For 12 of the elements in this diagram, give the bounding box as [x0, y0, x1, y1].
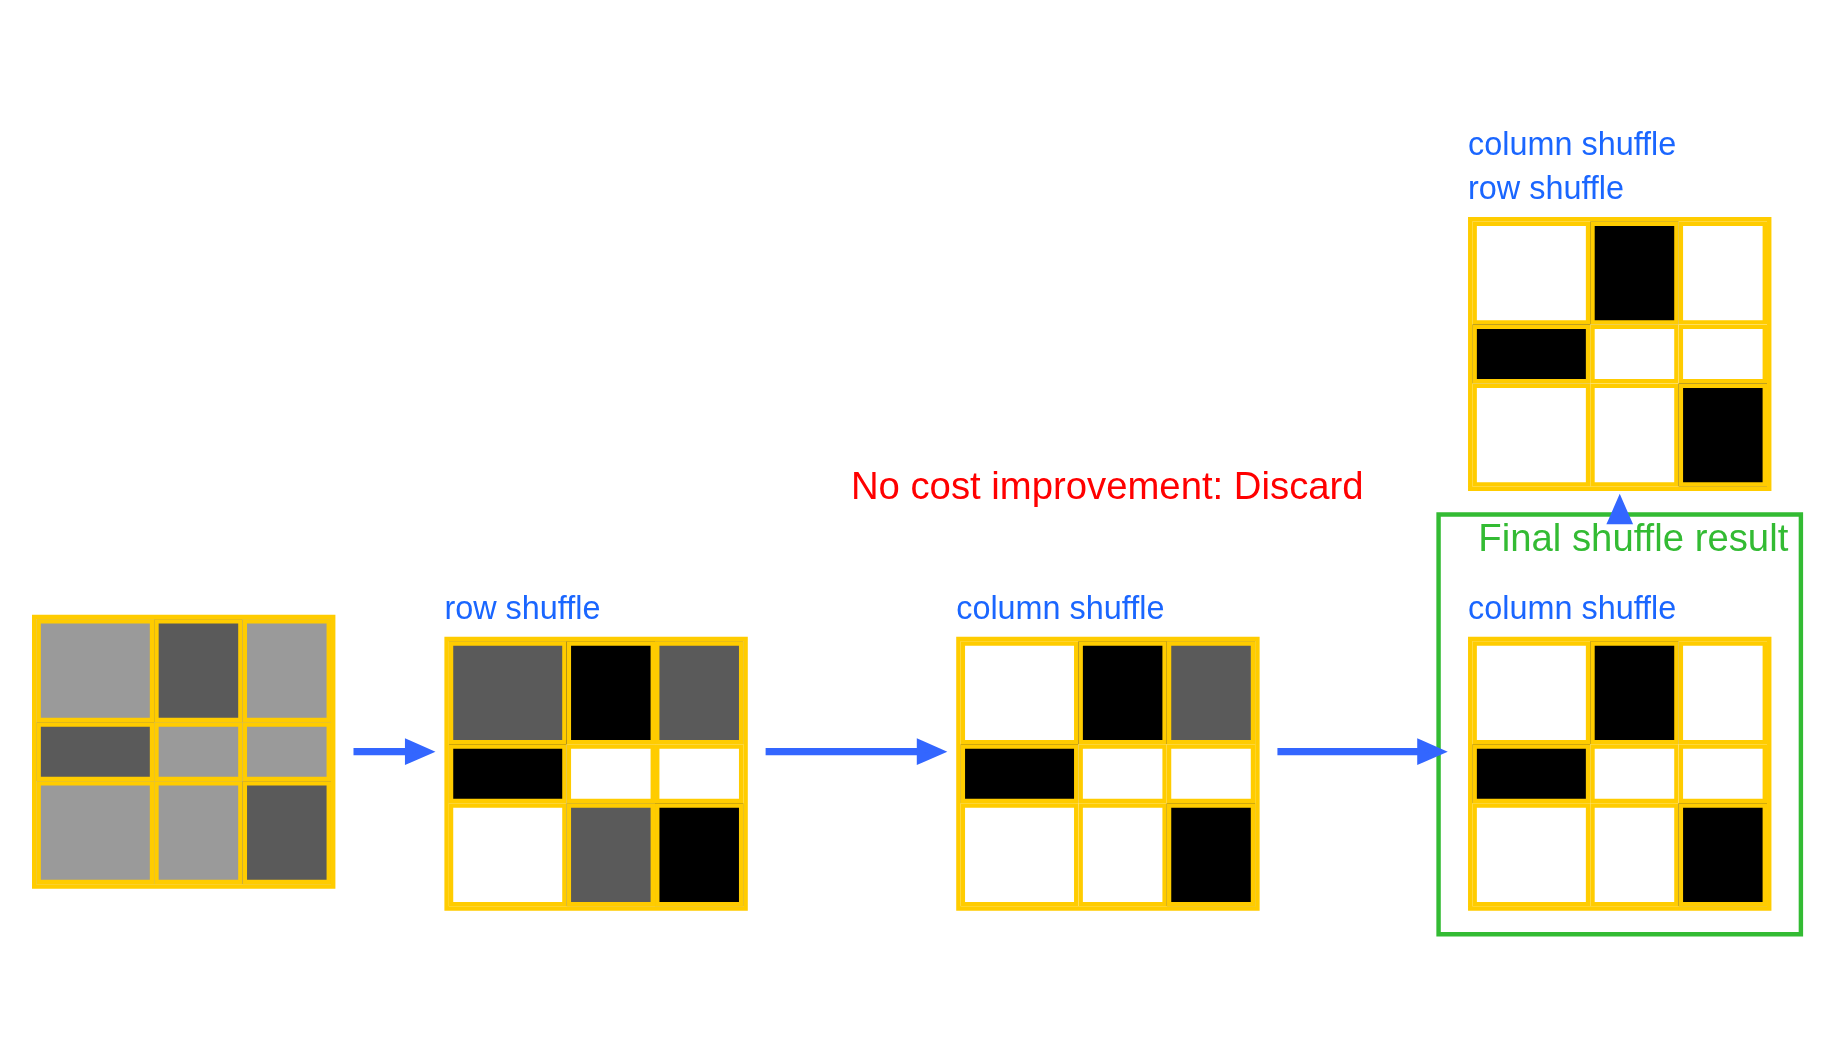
label: No cost improvement: Discard	[850, 463, 1364, 507]
node-box	[1468, 636, 1772, 911]
picture	[32, 614, 336, 889]
node-label: column shuffle	[1468, 125, 1677, 162]
node-box	[1468, 217, 1772, 491]
node-box	[444, 636, 748, 911]
node-label: column shuffle	[956, 589, 1165, 626]
node-box	[956, 636, 1260, 911]
node-label: row shuffle	[444, 589, 601, 626]
arrow	[1606, 493, 1634, 525]
node-label: row shuffle	[1468, 169, 1625, 206]
node-label: column shuffle	[1468, 589, 1677, 626]
